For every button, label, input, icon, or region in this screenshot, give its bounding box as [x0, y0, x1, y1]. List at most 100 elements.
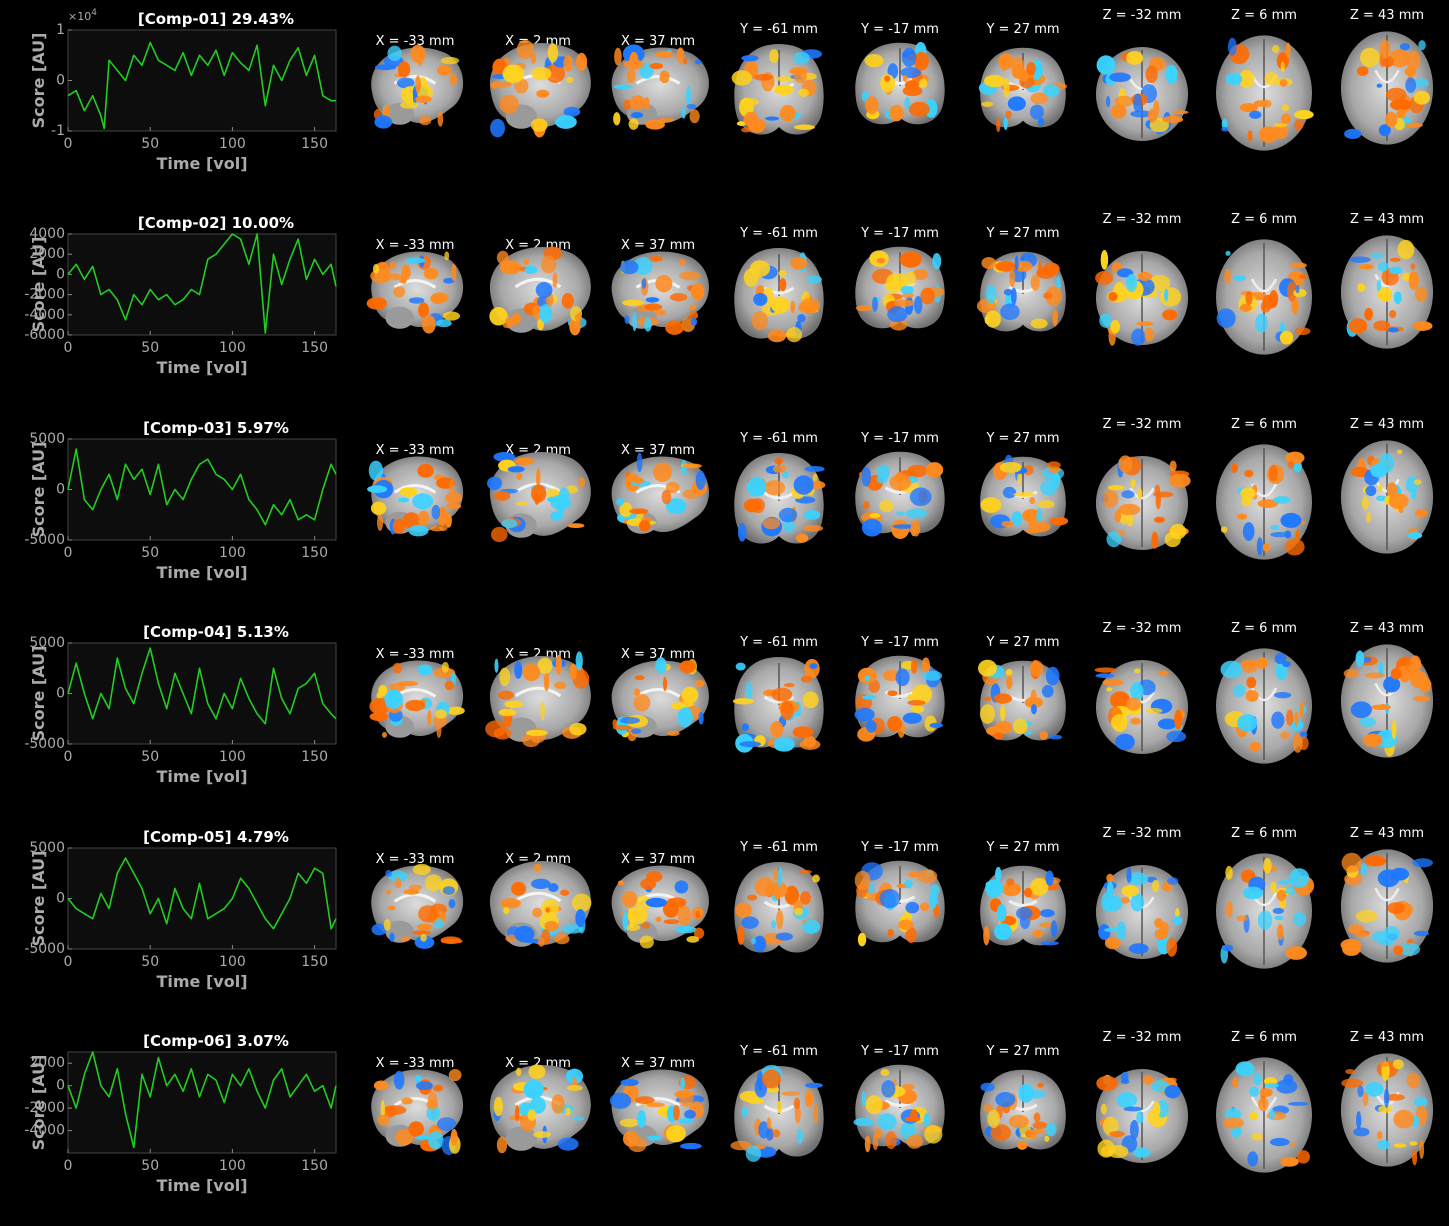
brain-slice-image	[611, 251, 709, 336]
slice-coordinate-label: Y = -61 mm	[740, 22, 818, 37]
brain-slice	[842, 644, 958, 758]
brain-slice	[594, 645, 722, 761]
slice-coordinate-label: Z = -32 mm	[1102, 1030, 1182, 1045]
brain-slice	[1329, 428, 1445, 570]
brain-slice	[967, 36, 1079, 148]
brain-slice-image	[1216, 239, 1312, 355]
y-tick-label: -5000	[24, 532, 65, 548]
brain-slice-image	[980, 454, 1069, 537]
brain-slice	[967, 854, 1079, 966]
slice-coordinate-label: Y = 27 mm	[986, 226, 1060, 242]
brain-slice-image	[1340, 235, 1434, 350]
y-tick-label: 5000	[29, 431, 65, 447]
brain-slice-image	[731, 44, 824, 135]
brain-slice	[721, 850, 837, 974]
brain-slice-image	[1340, 440, 1434, 554]
brain-slice-image	[1340, 644, 1434, 758]
slice-coordinate-label: Z = 43 mm	[1349, 416, 1425, 432]
x-tick-label: 100	[219, 1158, 246, 1174]
brain-slice	[594, 236, 722, 352]
y-axis-label: Score [AU]	[29, 850, 48, 946]
brain-slice-image	[611, 452, 709, 534]
x-tick-label: 100	[219, 136, 246, 152]
slice-coordinate-label: Y = -17 mm	[861, 22, 939, 37]
brain-slice-image	[611, 865, 709, 949]
slice-coordinate-label: Z = 6 mm	[1231, 621, 1297, 637]
x-tick-label: 0	[64, 1158, 73, 1174]
slice-coordinate-label: Y = 27 mm	[986, 635, 1060, 651]
x-tick-label: 100	[219, 340, 246, 356]
x-axis-label: Time [vol]	[156, 972, 247, 991]
brain-slice-image	[489, 1064, 591, 1154]
brain-slice	[967, 445, 1079, 557]
brain-slice-image	[1216, 444, 1312, 560]
brain-slice	[1084, 648, 1200, 770]
brain-slice	[472, 845, 604, 971]
slice-coordinate-label: Y = 27 mm	[986, 839, 1060, 855]
x-tick-label: 0	[64, 749, 73, 765]
brain-slice	[1204, 432, 1324, 576]
brain-slice	[354, 236, 476, 352]
brain-slice	[967, 649, 1079, 761]
slice-coordinate-label: X = -33 mm	[375, 1056, 455, 1071]
brain-slice	[721, 32, 837, 156]
brain-slice	[967, 1058, 1079, 1170]
brain-slice	[1204, 841, 1324, 985]
slice-coordinate-label: X = -33 mm	[375, 442, 455, 458]
x-axis-label: Time [vol]	[156, 358, 247, 377]
brain-slice	[842, 440, 958, 554]
y-tick-label: 5000	[29, 635, 65, 651]
brain-slice-image	[854, 655, 945, 742]
x-axis-label: Time [vol]	[156, 563, 247, 582]
brain-slice-image	[980, 865, 1066, 946]
brain-slice-image	[489, 39, 591, 138]
timecourse-series	[67, 233, 337, 335]
x-tick-label: 100	[219, 954, 246, 970]
brain-slice-image	[487, 451, 591, 542]
slice-coordinate-label: Z = -32 mm	[1102, 621, 1182, 637]
y-tick-label: -2000	[24, 287, 65, 303]
plot-panel	[67, 1051, 337, 1154]
plot-panel	[67, 438, 337, 541]
brain-slice-image	[371, 44, 464, 129]
brain-slice-image	[371, 1068, 464, 1155]
y-tick-label: 0	[56, 481, 65, 497]
timecourse-series	[67, 856, 337, 930]
brain-slice-image	[1216, 852, 1315, 969]
brain-slice-image	[980, 1069, 1066, 1150]
slice-coordinate-label: Z = -32 mm	[1102, 416, 1182, 432]
slice-coordinate-label: Y = -17 mm	[861, 1044, 939, 1059]
brain-slice-image	[978, 659, 1066, 741]
brain-slice	[1204, 23, 1324, 167]
slice-coordinate-label: Z = 6 mm	[1231, 416, 1297, 432]
slice-coordinate-label: Z = 6 mm	[1231, 1030, 1297, 1045]
slice-coordinate-label: Y = 27 mm	[986, 1044, 1060, 1059]
y-axis-label: Score [AU]	[29, 33, 48, 129]
x-tick-label: 150	[301, 749, 328, 765]
brain-slice	[721, 236, 837, 360]
x-tick-label: 50	[141, 340, 159, 356]
y-tick-label: 0	[56, 267, 65, 283]
plot-panel	[67, 29, 337, 132]
x-tick-label: 150	[301, 136, 328, 152]
brain-slice	[1329, 632, 1445, 774]
brain-slice-image	[976, 252, 1066, 332]
brain-slice	[594, 1054, 722, 1170]
slice-coordinate-label: X = 37 mm	[620, 647, 696, 663]
plot-title: [Comp-01] 29.43%	[138, 10, 294, 28]
brain-slice	[842, 1053, 958, 1167]
slice-coordinate-label: Z = 43 mm	[1349, 825, 1425, 841]
brain-slice	[1204, 1045, 1324, 1189]
y-tick-label: 0	[56, 73, 65, 89]
y-axis-label: Score [AU]	[29, 237, 48, 333]
slice-coordinate-label: X = 37 mm	[620, 1056, 696, 1071]
brain-slice-image	[1340, 31, 1434, 145]
plot-title: [Comp-06] 3.07%	[143, 1032, 289, 1050]
